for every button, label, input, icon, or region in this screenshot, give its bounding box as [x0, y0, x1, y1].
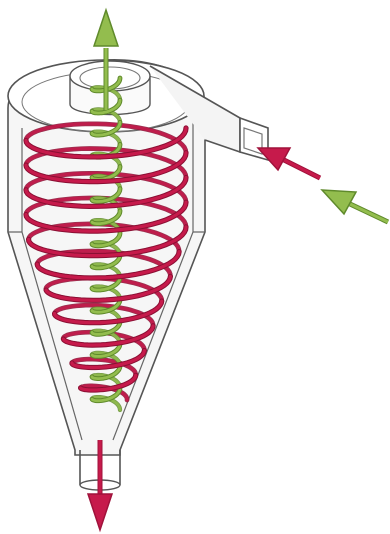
underflow-arrowhead [88, 494, 112, 530]
overflow-arrowhead [94, 10, 118, 46]
inlet-flow-arrow [258, 148, 320, 178]
feed-inflow-arrow [322, 190, 388, 222]
feed-green-arrowhead [322, 190, 356, 214]
